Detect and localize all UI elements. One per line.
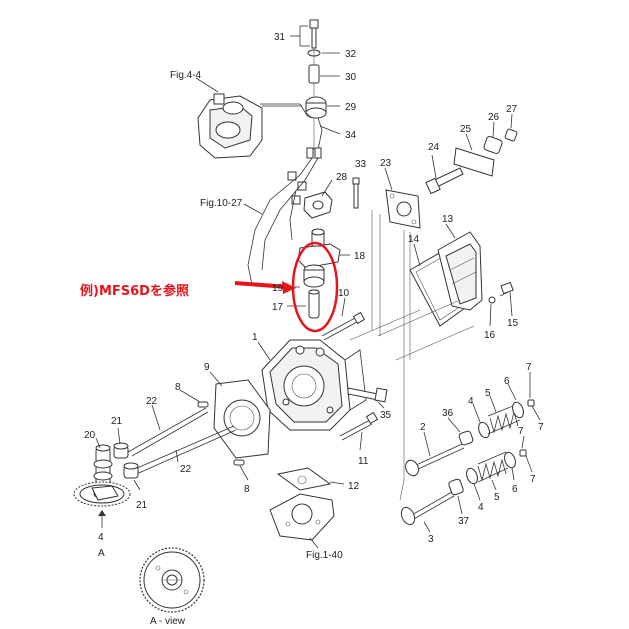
callout-7-lower: 7 <box>530 474 536 485</box>
part-tappet-21b <box>123 462 139 479</box>
callout-35: 35 <box>380 410 392 421</box>
highlight-arrow <box>234 281 296 294</box>
part-pushrods-22 <box>127 407 237 477</box>
part-bolt-15 <box>499 281 514 297</box>
part-seal-37 <box>448 478 464 496</box>
note-reference: 例)MFS6Dを参照 <box>80 283 189 299</box>
callout-36: 36 <box>442 408 454 419</box>
callout-24: 24 <box>428 142 440 153</box>
part-washer-4b <box>466 467 478 485</box>
callout-10: 10 <box>338 288 350 299</box>
callout-8-upper: 8 <box>175 382 181 393</box>
callout-15: 15 <box>507 318 519 329</box>
part-tappet-21a <box>113 442 129 459</box>
part-spring-5b <box>477 451 509 483</box>
callout-31: 31 <box>274 32 286 43</box>
callout-33: 33 <box>355 159 367 170</box>
callout-2: 2 <box>420 422 426 433</box>
ref-fig-4-4: Fig.4-4 <box>170 70 202 81</box>
callout-20: 20 <box>84 430 96 441</box>
callout-28: 28 <box>336 172 348 183</box>
part-valve-2 <box>405 443 465 477</box>
callout-12: 12 <box>348 481 360 492</box>
part-link-34 <box>317 117 323 151</box>
callout-4-upper: 4 <box>468 396 474 407</box>
part-bolt-10 <box>321 311 366 341</box>
callout-37: 37 <box>458 516 470 527</box>
callout-22-upper: 22 <box>146 396 158 407</box>
callout-13: 13 <box>442 214 454 225</box>
part-spark-plug-35 <box>347 387 388 403</box>
part-cam-gear <box>73 481 131 507</box>
part-gasket-9 <box>213 379 271 459</box>
part-washer-16 <box>488 296 496 304</box>
part-collar-30 <box>308 64 320 84</box>
part-cotter-7b <box>519 449 527 457</box>
part-plate-12 <box>276 467 332 491</box>
part-plate-25 <box>453 147 495 177</box>
callout-11: 11 <box>358 456 369 467</box>
callout-7-right: 7 <box>538 422 544 433</box>
part-bolt-11 <box>339 411 379 441</box>
part-spring-19 <box>303 264 325 288</box>
part-nut-27 <box>504 128 518 142</box>
callout-22-lower: 22 <box>180 464 192 475</box>
callout-27: 27 <box>506 104 518 115</box>
callout-6-upper: 6 <box>504 376 510 387</box>
callout-14: 14 <box>408 234 420 245</box>
label-a: A <box>98 548 105 559</box>
cable-assembly <box>247 147 322 286</box>
part-lever-29 <box>305 96 327 119</box>
callout-26: 26 <box>488 112 500 123</box>
callout-9: 9 <box>204 362 210 373</box>
part-cap-26 <box>483 136 503 154</box>
reference-lines <box>349 210 475 501</box>
part-retainer-6b <box>504 451 516 469</box>
part-gasket-23 <box>385 189 421 229</box>
carburetor-assembly <box>197 93 313 159</box>
callout-6-lower: 6 <box>512 484 518 495</box>
callout-32: 32 <box>345 49 357 60</box>
callout-17: 17 <box>272 302 284 313</box>
part-valve-17 <box>308 289 320 319</box>
callout-4-lower: 4 <box>478 502 484 513</box>
a-view-gear <box>139 547 205 613</box>
callout-7-mid: 7 <box>518 426 524 437</box>
callout-5-upper: 5 <box>485 388 491 399</box>
callout-3: 3 <box>428 534 434 545</box>
callout-21-lower: 21 <box>136 500 148 511</box>
callout-30: 30 <box>345 72 357 83</box>
part-dowel-8b <box>233 459 245 466</box>
callout-21-upper: 21 <box>111 416 123 427</box>
part-bolt-33 <box>352 177 360 209</box>
part-cover-13 <box>437 231 483 311</box>
label-a-view: A - view <box>150 616 186 627</box>
part-retainer-6a <box>512 401 524 419</box>
part-washer-4a <box>478 421 490 439</box>
part-bolt-24 <box>425 167 464 195</box>
ref-fig-1-40: Fig.1-40 <box>306 550 343 561</box>
callout-16: 16 <box>484 330 496 341</box>
callout-29: 29 <box>345 102 357 113</box>
part-cover-plate <box>269 493 335 541</box>
callout-7-top: 7 <box>526 362 532 373</box>
callout-23: 23 <box>380 158 392 169</box>
part-cotter-7a <box>527 399 535 407</box>
callout-4-gear: 4 <box>98 532 104 543</box>
part-bracket-28 <box>303 191 333 219</box>
ref-fig-10-27: Fig.10-27 <box>200 198 243 209</box>
part-valve-3 <box>400 491 455 526</box>
callout-18: 18 <box>354 251 366 262</box>
callout-19: 19 <box>272 283 284 294</box>
part-bolt-31 <box>309 19 319 49</box>
callout-5-lower: 5 <box>494 492 500 503</box>
callout-1: 1 <box>252 332 258 343</box>
callout-25: 25 <box>460 124 472 135</box>
callout-34: 34 <box>345 130 357 141</box>
part-dowel-8a <box>197 401 209 408</box>
part-seal-36 <box>458 430 474 446</box>
part-cylinder-head-1 <box>261 339 367 431</box>
callout-8-lower: 8 <box>244 484 250 495</box>
